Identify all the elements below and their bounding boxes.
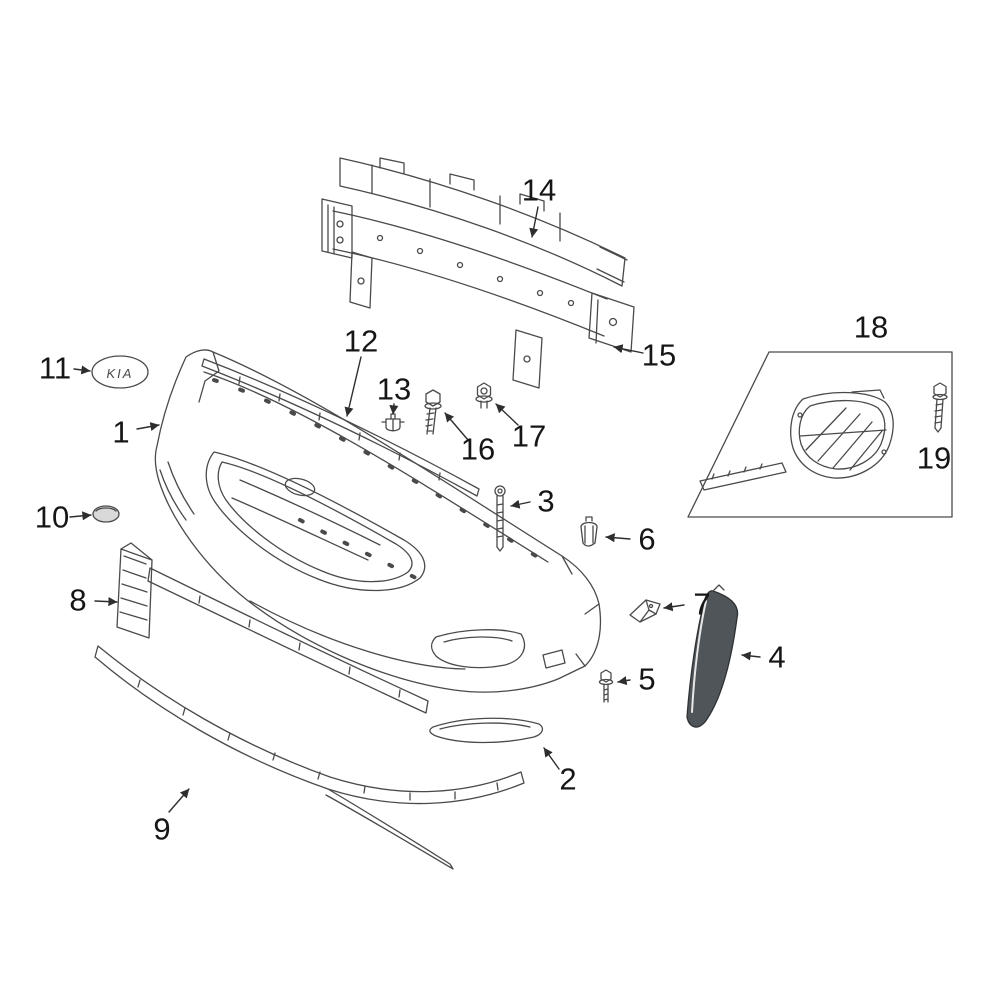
leader-3 [510, 499, 531, 509]
part-callout-19: 19 [916, 440, 952, 476]
impact-absorber-art [339, 157, 628, 287]
leader-13 [389, 403, 399, 415]
bumper-reinforcement-art [321, 198, 635, 389]
leader-15 [613, 344, 644, 354]
grille-trim-strip-art [201, 358, 480, 497]
part-callout-15: 15 [641, 337, 677, 373]
part-callout-5: 5 [638, 661, 656, 697]
clip-13-art [381, 413, 405, 432]
leader-16 [444, 412, 469, 441]
kia-emblem-art: KIA [91, 355, 149, 389]
side-trim-fill [686, 590, 739, 728]
leader-1 [136, 422, 160, 432]
part-callout-11: 11 [38, 350, 72, 386]
leader-9 [168, 788, 190, 813]
leader-17 [495, 403, 519, 426]
bracket-art [629, 599, 661, 623]
retainer-pin-art [494, 485, 506, 552]
part-callout-2: 2 [559, 761, 577, 797]
part-callout-9: 9 [153, 811, 171, 847]
bumper-cover-art [154, 349, 602, 693]
leader-8 [94, 597, 118, 607]
leader-2 [543, 747, 560, 770]
part-callout-1: 1 [112, 414, 130, 450]
part-callout-4: 4 [768, 639, 786, 675]
part-callout-6: 6 [638, 521, 656, 557]
leader-6 [605, 533, 631, 543]
part-callout-3: 3 [537, 483, 555, 519]
leader-14 [529, 206, 539, 238]
lower-trim-strip-art [429, 717, 544, 744]
nut-17-art [475, 382, 493, 409]
emblem-text: KIA [107, 366, 134, 381]
valance-strip-art [94, 645, 525, 870]
bolt-5-art [598, 669, 614, 703]
leader-5 [617, 676, 631, 686]
part-callout-18: 18 [853, 309, 889, 345]
leader-lines [69, 206, 761, 813]
leader-11 [73, 365, 91, 375]
leader-12 [344, 356, 362, 417]
leader-7 [663, 602, 685, 612]
leader-10 [69, 511, 92, 521]
part-callout-17: 17 [511, 418, 547, 454]
air-deflector-art [116, 542, 429, 714]
screw-19-art [932, 382, 948, 433]
bolt-16-art [424, 389, 442, 435]
part-callout-8: 8 [69, 582, 87, 618]
leader-4 [741, 651, 761, 661]
side-trim-art [686, 584, 739, 728]
part-callout-13: 13 [376, 371, 412, 407]
grommet-clip-art [580, 516, 598, 547]
part-callout-7: 7 [693, 586, 711, 622]
fog-bezel-box-art [687, 351, 953, 518]
plug-art [92, 505, 120, 523]
part-callout-12: 12 [343, 323, 379, 359]
part-callout-14: 14 [521, 172, 557, 208]
part-callout-10: 10 [34, 499, 70, 535]
part-callout-16: 16 [460, 431, 496, 467]
